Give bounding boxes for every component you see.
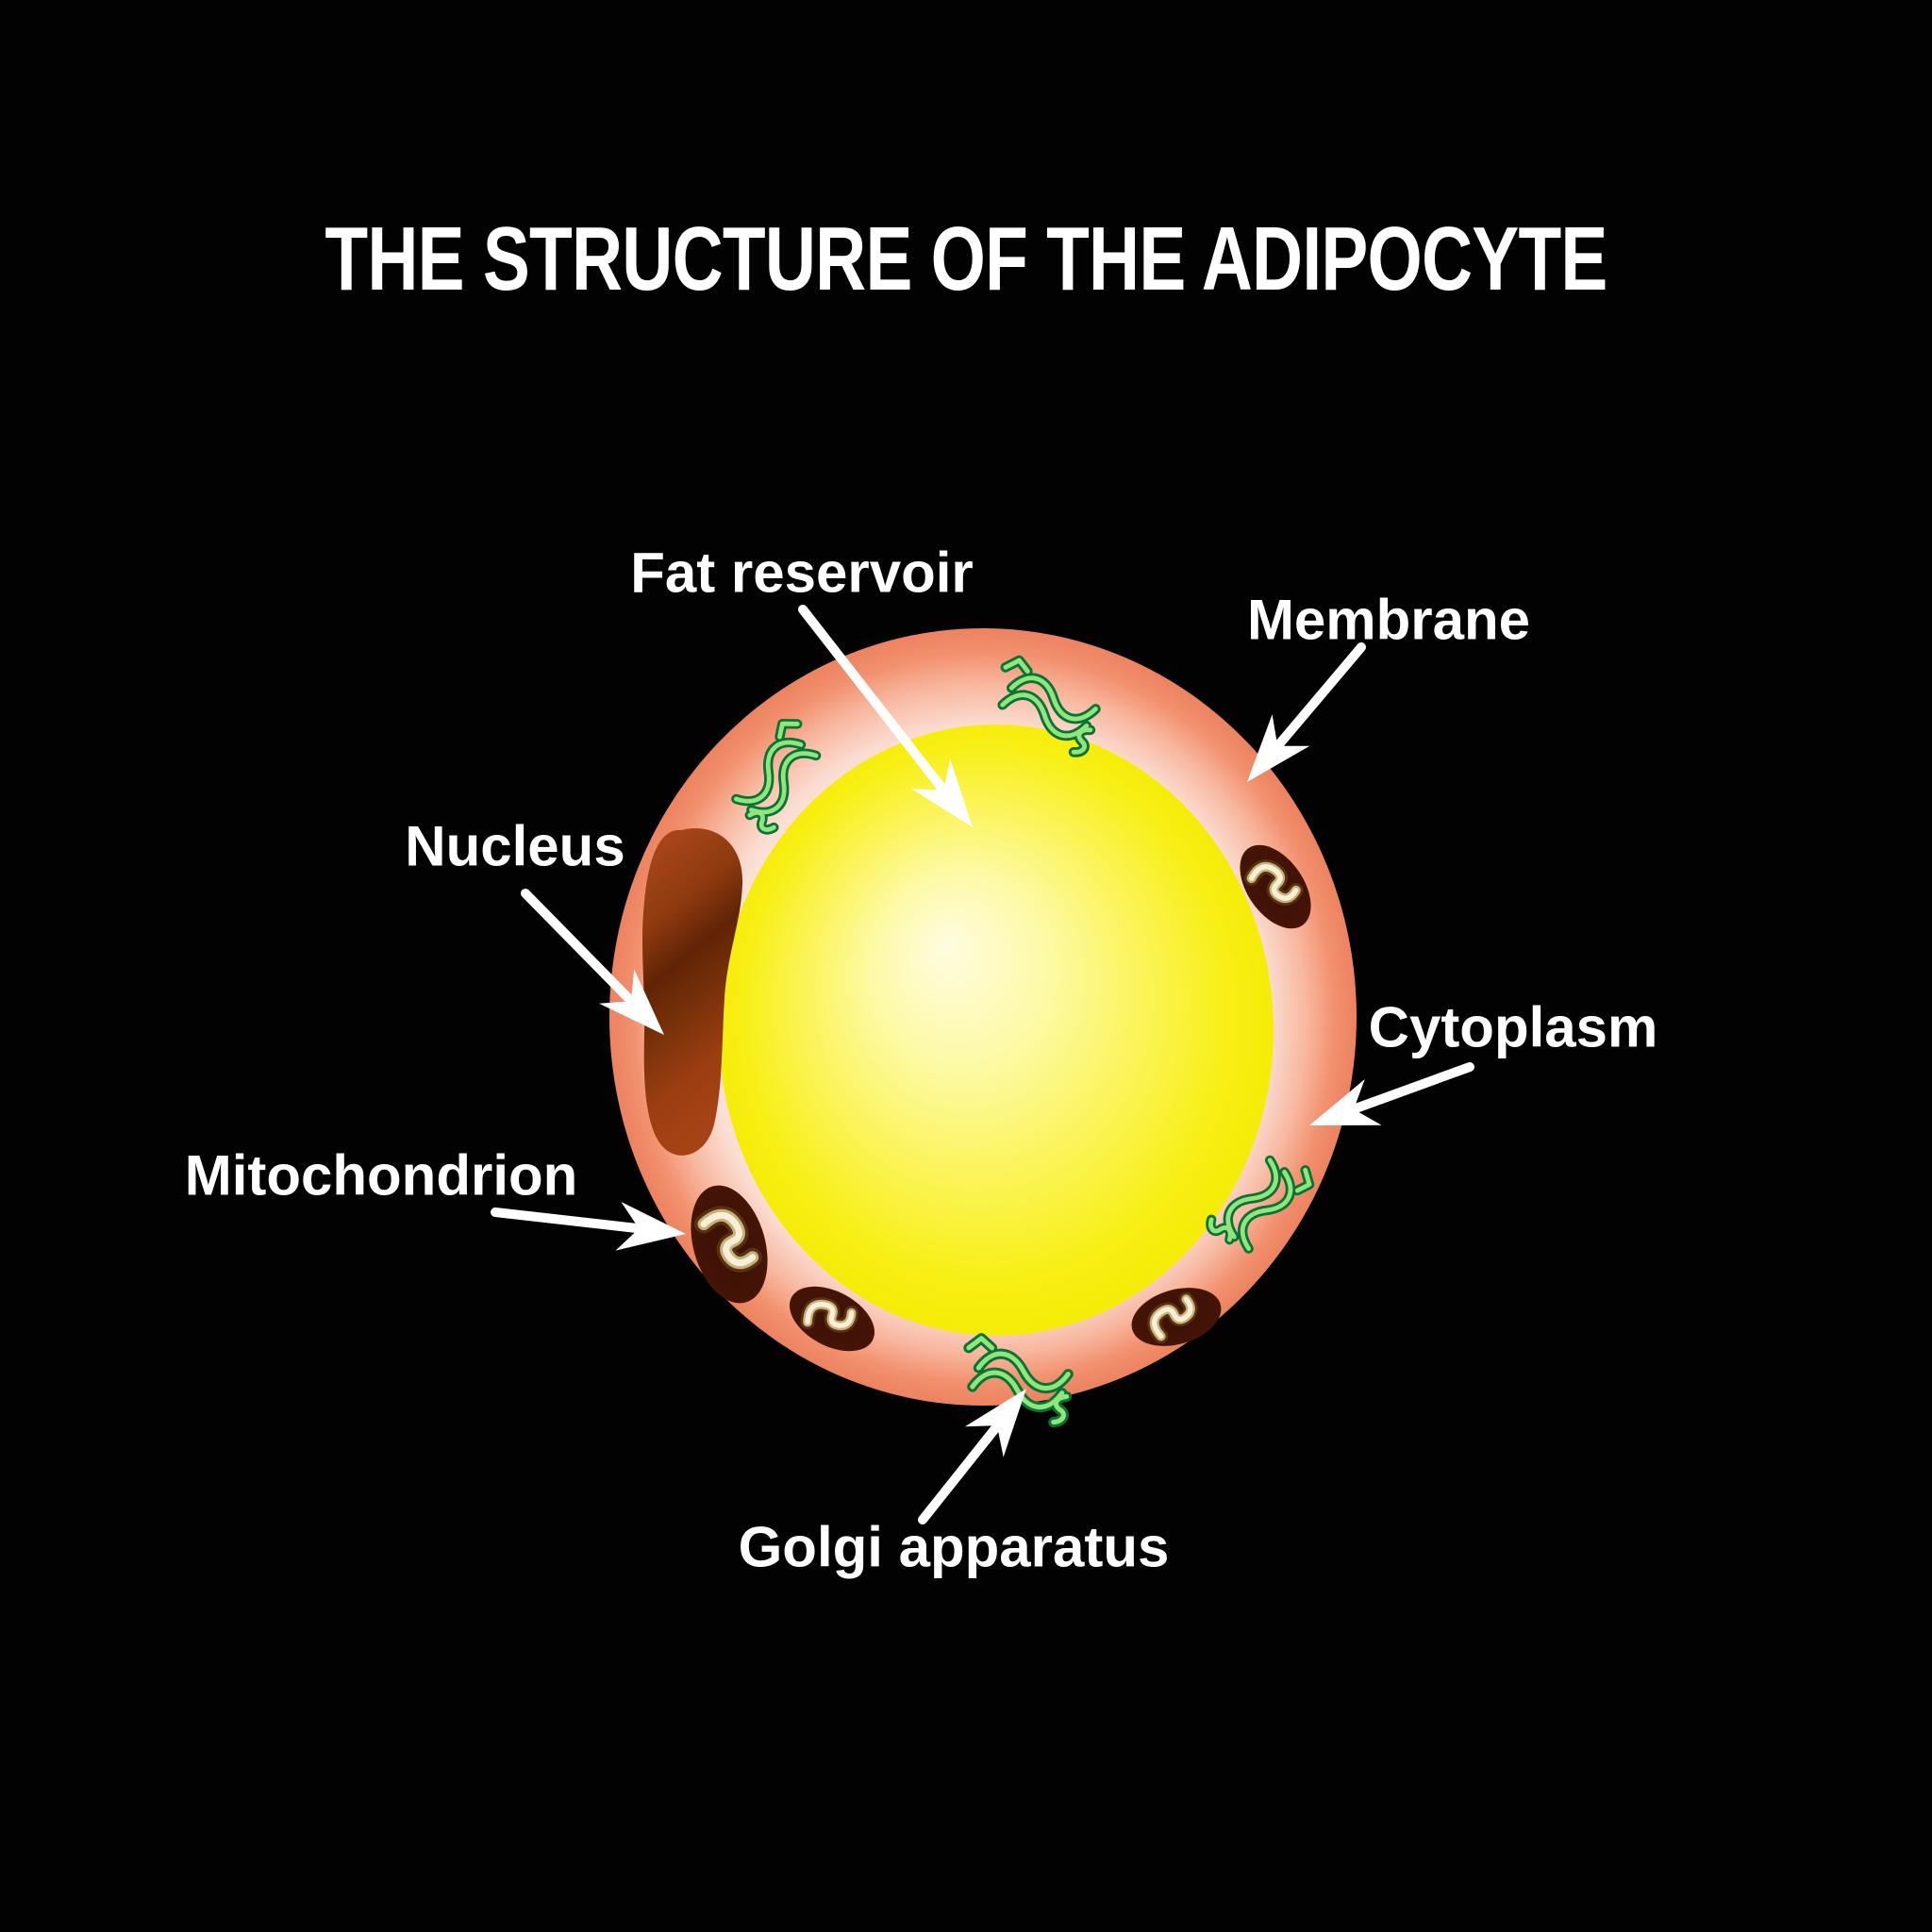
golgi-apparatus-arrow: [918, 1389, 1026, 1524]
label-nucleus: Nucleus: [405, 814, 625, 878]
nucleus-arrow: [521, 889, 664, 1035]
label-golgi-apparatus: Golgi apparatus: [738, 1515, 1170, 1579]
cytoplasm-arrow: [1309, 1062, 1474, 1125]
fat-reservoir-shape: [719, 724, 1274, 1336]
label-cytoplasm: Cytoplasm: [1368, 995, 1658, 1059]
label-fat-reservoir: Fat reservoir: [630, 541, 974, 605]
fat-reservoir-arrow: [798, 605, 973, 827]
nucleus-shape: [641, 828, 743, 1156]
page-title: THE STRUCTURE OF THE ADIPOCYTE: [325, 208, 1607, 309]
label-mitochondrion: Mitochondrion: [184, 1143, 578, 1208]
membrane-arrow: [1247, 642, 1366, 782]
mitochondrion-arrow: [491, 1202, 686, 1251]
label-membrane: Membrane: [1246, 588, 1531, 652]
